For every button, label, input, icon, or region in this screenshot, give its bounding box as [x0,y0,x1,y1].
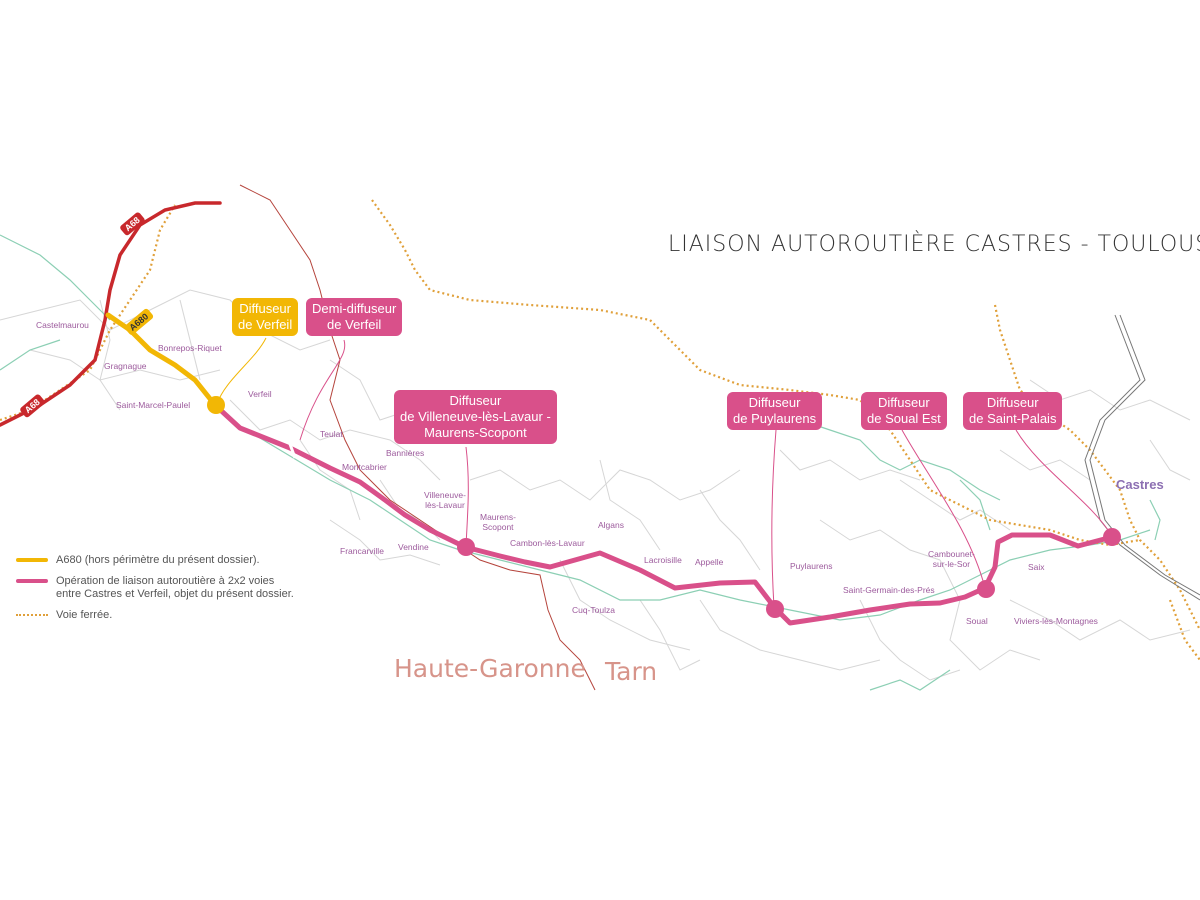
callout-line: Diffuseur [877,395,930,410]
town-bannieres: Bannières [386,448,425,458]
town-vendine: Vendine [398,542,429,552]
town-appelle: Appelle [695,557,724,567]
legend-item-operation: Opération de liaison autoroutière à 2x2 … [16,575,296,601]
railways [0,199,1200,661]
town-line: Maurens- [480,512,516,522]
town-line: lès-Lavaur [425,500,465,510]
saint-palais-interchange-marker [1103,528,1121,546]
department-haute-garonne: Haute-Garonne [394,654,586,683]
legend-label: Opération de liaison autoroutière à 2x2 … [56,575,294,600]
town-cuq-toulza: Cuq-Toulza [572,605,615,615]
town-teulat: Teulat [320,429,343,439]
town-gragnague: Gragnague [104,361,147,371]
callout-line: de Puylaurens [733,411,817,426]
town-saint-germain: Saint-Germain-des-Prés [843,585,935,595]
callout-line: Diffuseur [449,393,502,408]
rivers [0,234,1161,691]
callout-line: de Villeneuve-lès-Lavaur - [400,409,551,424]
callout-line: Diffuseur [239,301,291,316]
town-castelmaurou: Castelmaurou [36,320,89,330]
town-line: sur-le-Sor [932,559,971,569]
town-lacroisille: Lacroisille [644,555,682,565]
legend-item-a680: A680 (hors périmètre du présent dossier)… [16,554,296,567]
interchange-markers [207,396,1121,618]
map-legend: A680 (hors périmètre du présent dossier)… [16,554,296,630]
callout-diffuseur-verfeil: Diffuseur de Verfeil [232,298,299,336]
verfeil-interchange-marker [207,396,225,414]
callout-diffuseur-soual-est: Diffuseur de Soual Est [861,392,947,430]
department-boundary [239,184,596,691]
town-bonrepos: Bonrepos-Riquet [158,343,222,353]
town-viviers: Viviers-lès-Montagnes [1014,616,1098,626]
callout-line: Diffuseur [748,395,801,410]
town-cambounet: Cambounet- sur-le-Sor [928,549,975,569]
town-maurens: Maurens- Scopont [480,512,516,532]
legend-key [16,554,48,566]
town-soual: Soual [966,616,988,626]
callout-line: Maurens-Scopont [424,425,527,440]
callout-line: de Verfeil [327,317,382,332]
town-villeneuve: Villeneuve- lès-Lavaur [424,490,466,510]
town-line: Cambounet- [928,549,975,559]
legend-item-railway: Voie ferrée. [16,609,296,622]
villeneuve-interchange-marker [457,538,475,556]
callout-diffuseur-villeneuve: Diffuseur de Villeneuve-lès-Lavaur - Mau… [394,390,557,444]
town-saint-marcel: Saint-Marcel-Paulel [116,400,191,410]
town-montcabrier: Montcabrier [342,462,387,472]
callout-leaders [216,337,1113,608]
callout-line: Demi-diffuseur [312,301,397,316]
callout-diffuseur-puylaurens: Diffuseur de Puylaurens [727,392,823,430]
motorway-castres-north [1084,314,1200,601]
project-route [212,402,1115,626]
a68-motorway [0,201,222,427]
town-puylaurens: Puylaurens [790,561,833,571]
town-cambon: Cambon-lès-Lavaur [510,538,585,548]
legend-key [16,575,48,587]
map-title: LIAISON AUTOROUTIÈRE CASTRES - TOULOUSE [668,232,1200,257]
town-saix: Saix [1028,562,1045,572]
callout-line: de Soual Est [867,411,941,426]
legend-label: A680 (hors périmètre du présent dossier)… [56,554,260,566]
town-line: Villeneuve- [424,490,466,500]
legend-key [16,609,48,621]
callout-line: Diffuseur [986,395,1039,410]
legend-label: Voie ferrée. [56,609,113,621]
callout-line: de Saint-Palais [969,411,1057,426]
puylaurens-interchange-marker [766,600,784,618]
department-tarn: Tarn [605,657,658,686]
callout-diffuseur-saint-palais: Diffuseur de Saint-Palais [963,392,1063,430]
town-francarville: Francarville [340,546,384,556]
town-verfeil: Verfeil [248,389,272,399]
callout-demi-diffuseur-verfeil: Demi-diffuseur de Verfeil [306,298,403,336]
town-algans: Algans [598,520,624,530]
city-castres: Castres [1116,477,1164,492]
demi-diffuseur-marker [288,443,297,459]
soual-interchange-marker [977,580,995,598]
callout-line: de Verfeil [238,317,293,332]
town-line: Scopont [482,522,514,532]
